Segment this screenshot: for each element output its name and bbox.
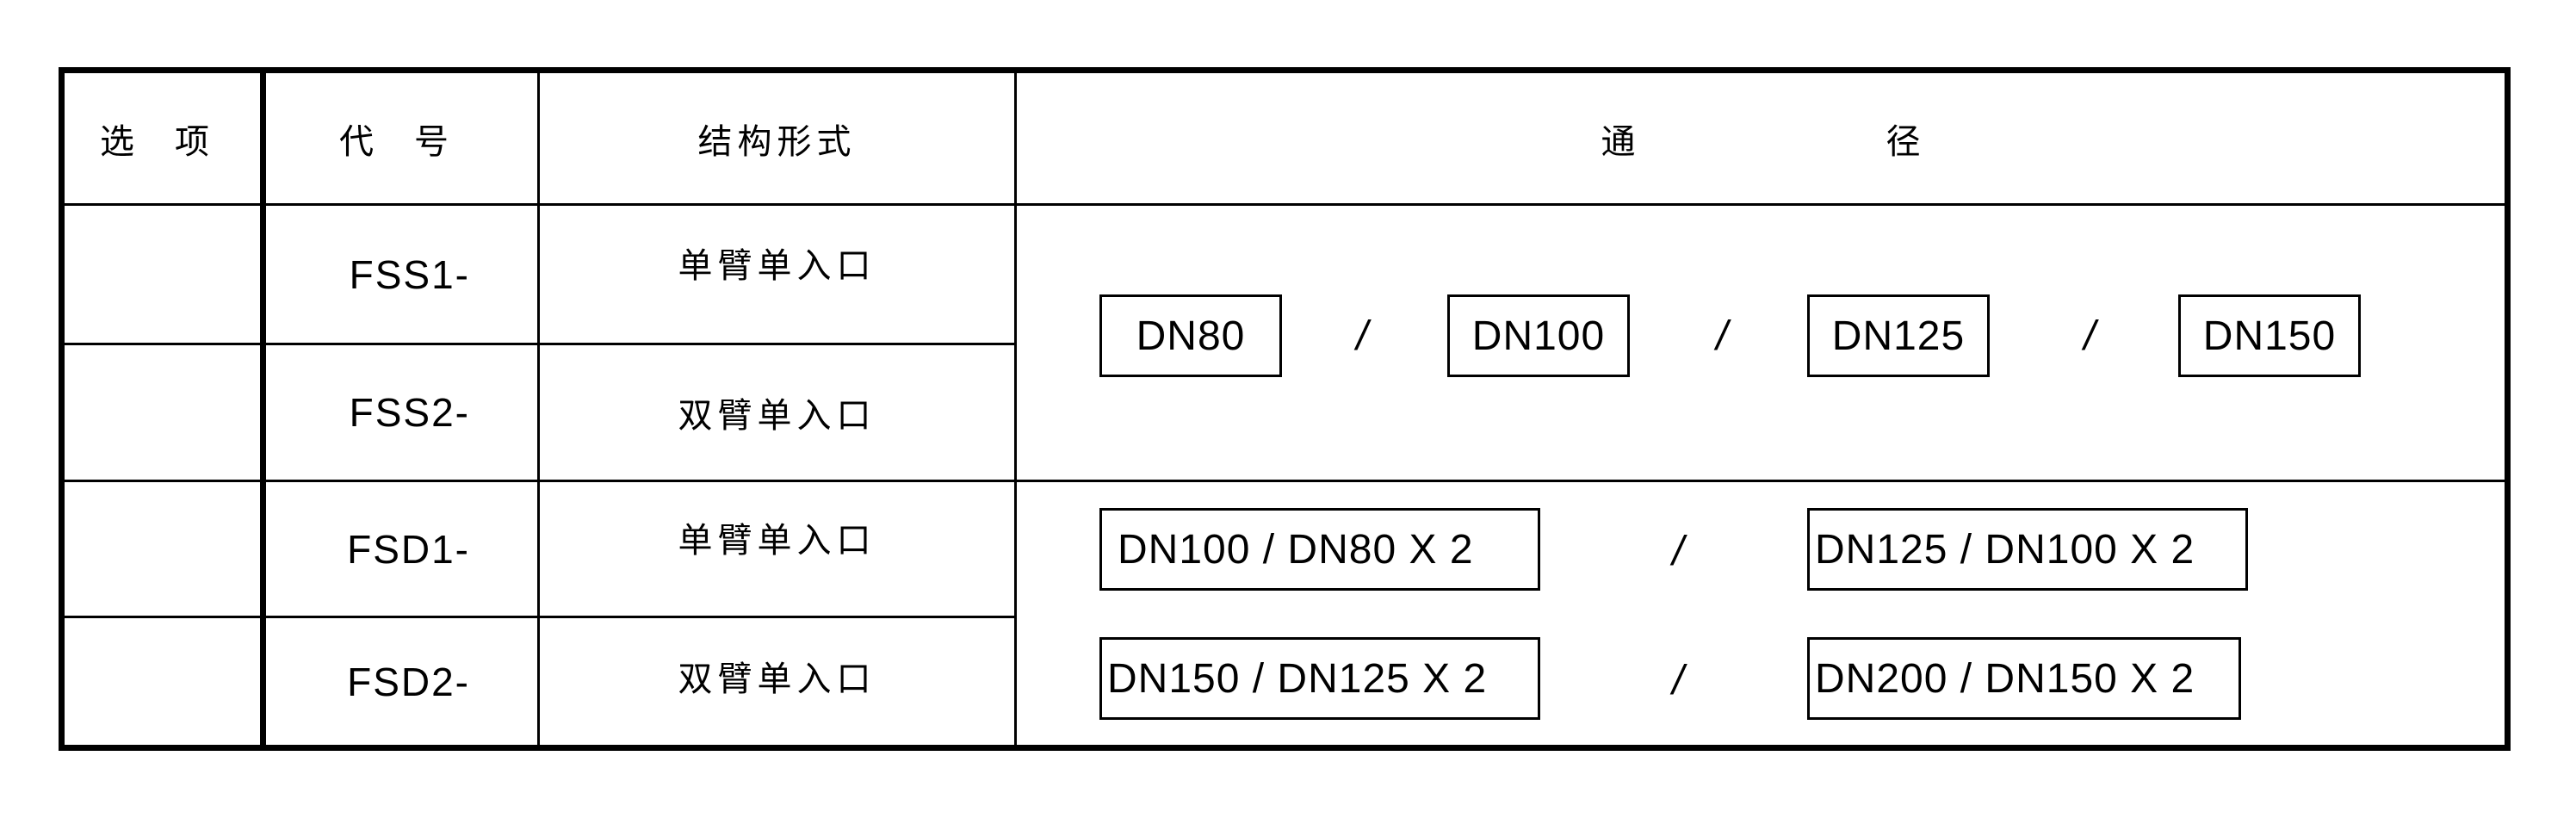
row-divider	[59, 480, 2511, 482]
diameter-option-box: DN150	[2178, 294, 2361, 377]
column-divider-thick	[260, 67, 266, 751]
row-divider	[59, 616, 1016, 618]
diameter-option-box: DN100 / DN80 X 2	[1099, 508, 1540, 591]
separator: /	[1672, 657, 1684, 703]
header-option: 选 项	[99, 122, 226, 161]
diameter-option-box: DN200 / DN150 X 2	[1807, 637, 2241, 720]
structure-cell: 单臂单入口	[678, 246, 876, 285]
structure-cell: 双臂单入口	[678, 397, 876, 435]
code-cell: FSS1-	[349, 251, 470, 297]
option-cell	[65, 482, 260, 616]
header-divider	[59, 203, 2511, 206]
structure-cell: 双臂单入口	[678, 660, 876, 698]
option-cell	[65, 618, 260, 745]
header-code: 代 号	[338, 122, 465, 161]
spec-table	[59, 67, 2511, 751]
option-cell	[65, 345, 260, 480]
code-cell: FSD2-	[347, 659, 470, 704]
diameter-option-box: DN100	[1447, 294, 1630, 377]
separator: /	[1716, 313, 1728, 359]
option-cell	[65, 206, 260, 343]
code-cell: FSS2-	[349, 390, 470, 435]
header-diameter: 通 径	[1601, 122, 2041, 161]
row-divider	[59, 343, 1016, 345]
diameter-option-box: DN150 / DN125 X 2	[1099, 637, 1540, 720]
column-divider	[537, 67, 540, 751]
structure-cell: 单臂单入口	[678, 521, 876, 560]
code-cell: FSD1-	[347, 526, 470, 572]
column-divider	[1014, 67, 1017, 751]
header-structure: 结构形式	[697, 122, 857, 161]
diameter-option-box: DN80	[1099, 294, 1282, 377]
diameter-option-box: DN125 / DN100 X 2	[1807, 508, 2248, 591]
diameter-option-box: DN125	[1807, 294, 1990, 377]
separator: /	[1672, 528, 1684, 574]
separator: /	[1356, 313, 1368, 359]
separator: /	[2084, 313, 2096, 359]
